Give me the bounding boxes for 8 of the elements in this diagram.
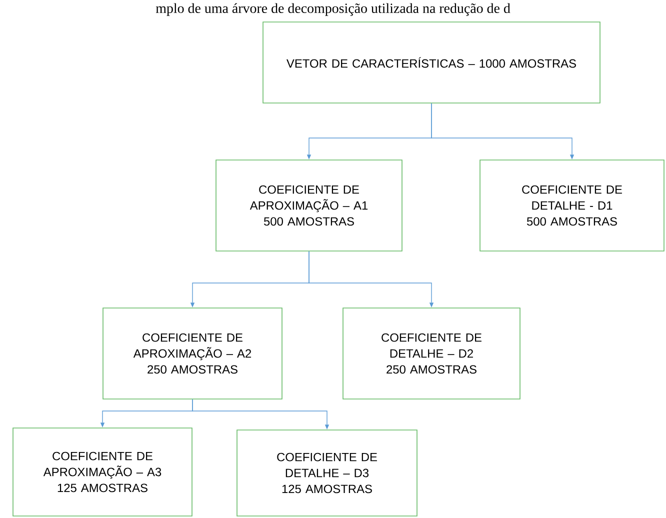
process-box: COEFICIENTE DE DETALHE - D1 500 AMOSTRAS (480, 160, 664, 252)
process-box: COEFICIENTE DE DETALHE – D3 125 AMOSTRAS (236, 430, 418, 516)
process-box: COEFICIENTE DE DETALHE – D2 250 AMOSTRAS (342, 308, 520, 400)
process-box: COEFICIENTE DE APROXIMAÇÃO – A3 125 AMOSTRAS (12, 428, 192, 516)
process-box: VETOR DE CARACTERÍSTICAS – 1000 AMOSTRAS (262, 22, 600, 104)
process-box: COEFICIENTE DE APROXIMAÇÃO – A1 500 AMOSTRAS (216, 160, 402, 252)
process-box: COEFICIENTE DE APROXIMAÇÃO – A2 250 AMOSTRAS (102, 308, 282, 400)
caption-text: mplo de uma árvore de decomposição utilizada na redução de d (156, 3, 510, 16)
